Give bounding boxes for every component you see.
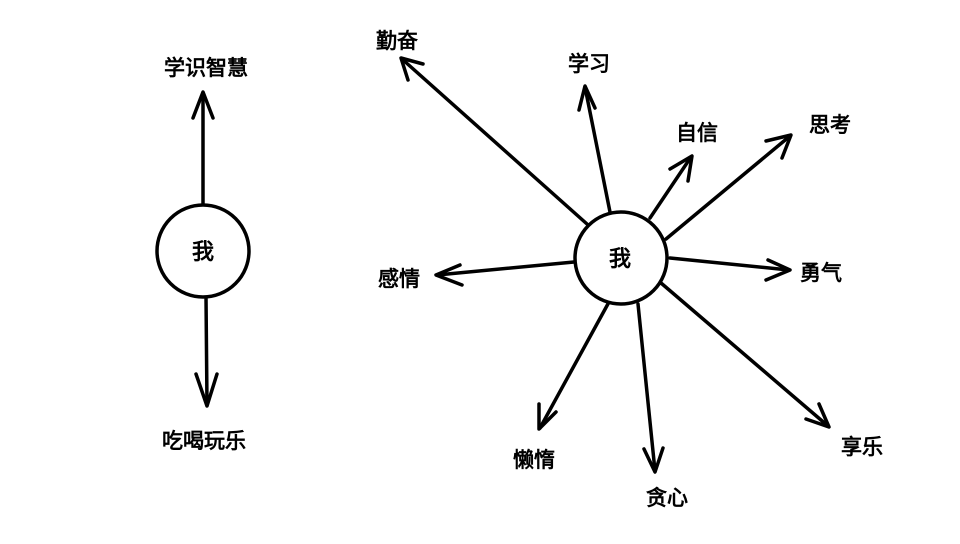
left-arrow-up: [191, 90, 215, 207]
arrow-qinfen: [399, 56, 589, 226]
right-diagram: 我 勤奋 学习 自信 思考 勇气 享乐 贪心 懒惰 感情: [376, 29, 883, 510]
left-diagram: 我 学识智慧 吃喝玩乐: [155, 56, 251, 453]
left-arrow-down: [194, 295, 219, 408]
right-center-label: 我: [609, 247, 631, 272]
label-zixin: 自信: [676, 121, 718, 145]
arrow-ganqing: [434, 260, 576, 287]
arrow-xiangle: [659, 281, 831, 429]
arrow-zixin: [648, 154, 694, 220]
right-center-circle: [573, 210, 669, 306]
arrow-tanxin: [636, 302, 665, 474]
label-ganqing: 感情: [378, 267, 420, 291]
label-qinfen: 勤奋: [376, 29, 419, 53]
arrow-landuo: [537, 300, 611, 431]
label-yongqi: 勇气: [800, 261, 842, 285]
arrow-sikao: [664, 133, 793, 241]
label-tanxin: 贪心: [646, 486, 688, 510]
arrow-xuexi: [577, 84, 612, 214]
arrow-yongqi: [668, 256, 792, 282]
label-chihe-wanle: 吃喝玩乐: [162, 429, 246, 453]
label-xuexi: 学习: [568, 52, 610, 76]
label-xueshi-zhihui: 学识智慧: [164, 56, 248, 80]
label-sikao: 思考: [809, 113, 851, 137]
label-xiangle: 享乐: [841, 435, 883, 459]
label-landuo: 懒惰: [513, 448, 555, 472]
left-center-circle: [155, 203, 251, 299]
left-center-label: 我: [192, 240, 214, 265]
